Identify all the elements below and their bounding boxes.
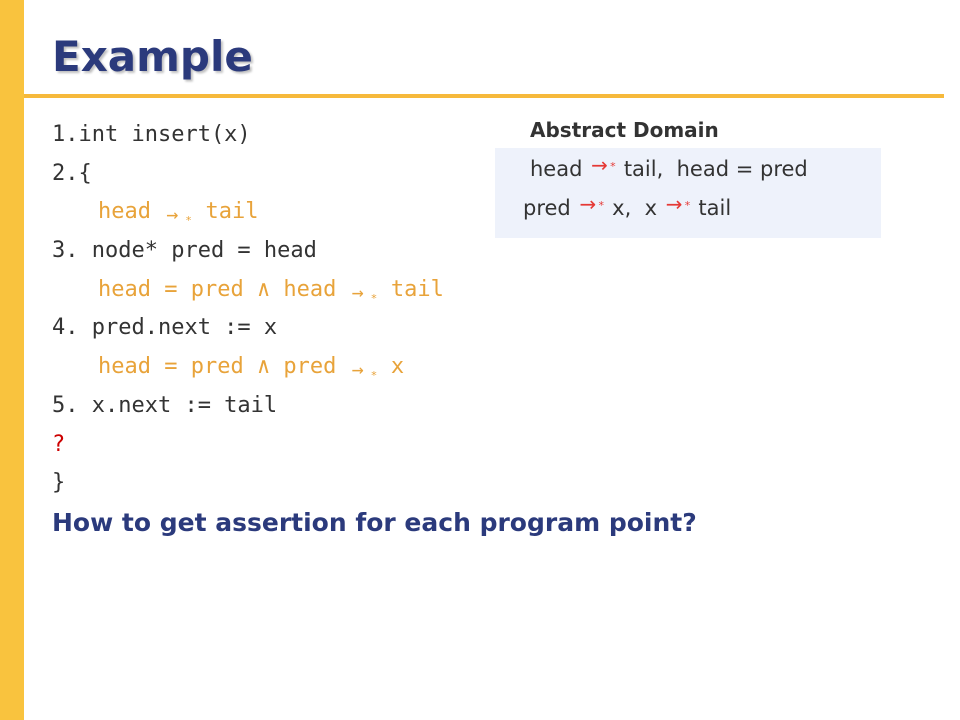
abstract-domain-box: head →* tail, head = pred pred →* x, x →…: [495, 148, 881, 238]
assertion-1-left: head: [98, 199, 151, 225]
assertion-1-right: tail: [205, 199, 259, 225]
reach-arrow-icon: →*: [351, 279, 378, 305]
reach-arrow-icon: →*: [665, 192, 691, 216]
code-line-3: 3. node* pred = head: [52, 238, 317, 264]
code-line-1: 1.int insert(x): [52, 122, 251, 147]
code-line-5: 5. x.next := tail: [52, 392, 278, 418]
reach-arrow-icon: →*: [166, 202, 192, 228]
code-line-2: 2.{: [52, 160, 92, 186]
domain-row-2: pred →* x, x →* tail: [523, 192, 732, 220]
reach-arrow-icon: →*: [579, 192, 604, 216]
code-line-close: }: [52, 470, 66, 496]
question-text: How to get assertion for each program po…: [52, 508, 697, 537]
assertion-3-right: x: [390, 354, 405, 380]
assertion-3-left: head = pred ∧ pred: [98, 354, 337, 380]
code-line-4: 4. pred.next := x: [52, 315, 278, 341]
assertion-1: head →* tail: [52, 193, 444, 232]
title-underline: [24, 94, 944, 98]
unknown-assertion: ?: [52, 431, 66, 457]
abstract-domain-title: Abstract Domain: [530, 118, 719, 142]
domain-row-1: head →* tail, head = pred: [530, 153, 808, 181]
assertion-2-left: head = pred ∧ head: [98, 276, 337, 302]
reach-arrow-icon: →*: [351, 357, 378, 383]
assertion-2: head = pred ∧ head →* tail: [52, 271, 444, 310]
assertion-2-right: tail: [390, 276, 444, 302]
accent-bar: [0, 0, 24, 720]
code-block: 1.int insert(x) 2.{ head →* tail 3. node…: [52, 116, 444, 503]
slide-title: Example: [52, 32, 253, 81]
assertion-3: head = pred ∧ pred →* x: [52, 348, 444, 387]
reach-arrow-icon: →*: [591, 153, 616, 177]
